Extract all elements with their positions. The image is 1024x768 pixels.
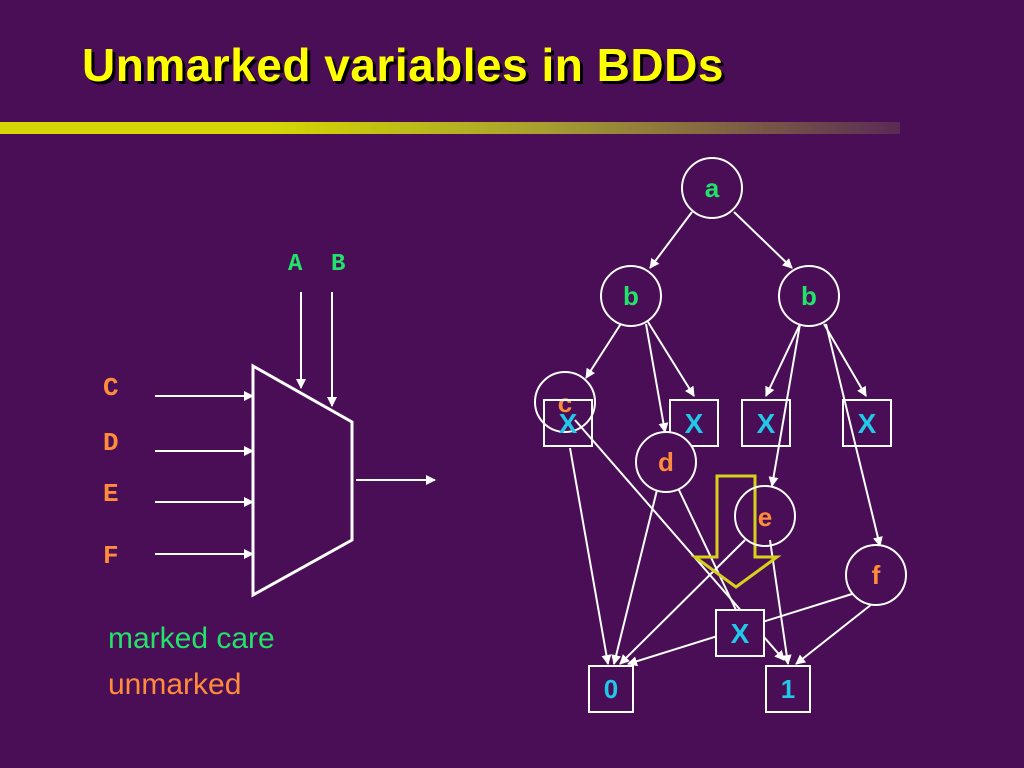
node-a-label: a <box>705 173 720 203</box>
x-mark-box-2 <box>669 399 719 447</box>
edge-c-zero <box>569 447 612 665</box>
edge-bleft-c <box>585 321 623 379</box>
x-mark-box-1 <box>543 399 593 447</box>
mux-label-f: F <box>103 541 119 571</box>
node-d <box>635 431 697 493</box>
node-b-left <box>600 265 662 327</box>
edge-d-x5 <box>677 487 737 611</box>
edge-a-bleft <box>649 211 693 269</box>
terminal-zero <box>588 665 634 713</box>
edge-f-one <box>795 603 873 665</box>
x-mark-3: X <box>757 408 776 439</box>
node-e <box>734 485 796 547</box>
x-mark-box-3 <box>741 399 791 447</box>
legend-marked: marked care <box>108 622 275 655</box>
slide-title: Unmarked variables in BDDs <box>82 39 724 91</box>
node-a <box>681 157 743 219</box>
node-c-label: c <box>558 388 572 418</box>
x-mark-5: X <box>731 618 750 649</box>
edge-bright-x4 <box>823 323 867 397</box>
edge-bleft-d <box>645 323 669 433</box>
node-c <box>534 371 596 433</box>
bdd-nodes: a b b c X X X X d e f X 0 1 <box>534 157 907 713</box>
x-mark-box-4 <box>842 399 892 447</box>
x-mark-2: X <box>685 408 704 439</box>
multiplexer: A B C D E F <box>103 251 436 598</box>
edge-e-zero <box>619 539 746 665</box>
terminal-one-label: 1 <box>781 674 795 704</box>
edge-d-zero <box>611 489 658 665</box>
edge-a-bright <box>733 211 793 269</box>
edge-bright-x3 <box>765 323 801 397</box>
node-d-label: d <box>658 447 674 477</box>
mux-label-d: D <box>103 428 119 458</box>
mux-label-c: C <box>103 373 119 403</box>
mux-label-b: B <box>331 251 345 278</box>
node-f <box>845 544 907 606</box>
x-mark-box-5 <box>715 609 765 657</box>
node-b-right <box>778 265 840 327</box>
title-underline-bar <box>0 122 900 134</box>
edge-bright-f <box>825 323 883 547</box>
x-mark-1: X <box>559 408 578 439</box>
mux-body <box>251 363 354 598</box>
edge-bright-e <box>768 323 801 487</box>
node-b-left-label: b <box>623 281 639 311</box>
terminal-one <box>765 665 811 713</box>
mux-label-e: E <box>103 479 119 509</box>
edge-bleft-x2 <box>647 321 695 397</box>
node-e-label: e <box>758 502 772 532</box>
node-f-label: f <box>872 560 881 590</box>
mux-label-a: A <box>288 251 303 278</box>
highlight-down-arrow <box>690 474 782 589</box>
node-b-right-label: b <box>801 281 817 311</box>
legend-unmarked: unmarked <box>108 668 242 701</box>
terminal-zero-label: 0 <box>604 674 618 704</box>
x-mark-4: X <box>858 408 877 439</box>
